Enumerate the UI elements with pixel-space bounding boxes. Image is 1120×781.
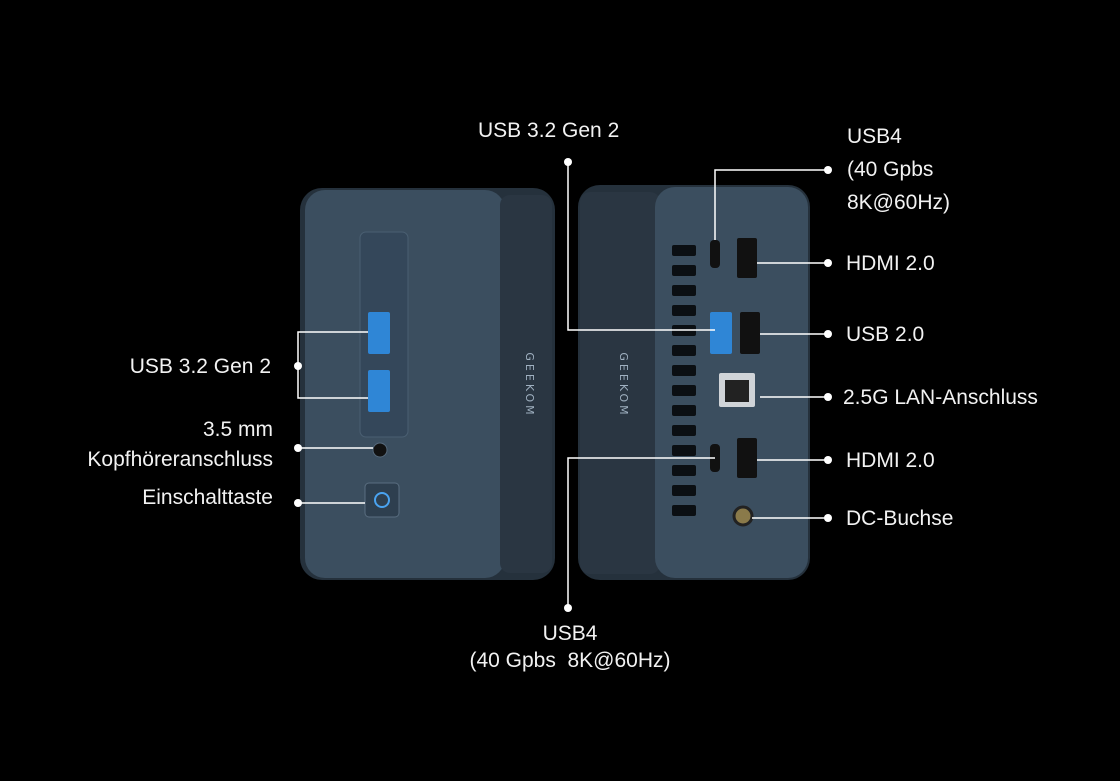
- label-usb32-left: USB 3.2 Gen 2: [129, 355, 271, 378]
- leader-dots: [294, 158, 832, 612]
- hdmi-port-top: [737, 238, 757, 278]
- label-dc: DC-Buchse: [846, 507, 954, 530]
- usb-a-port-rear: [710, 312, 732, 354]
- dc-jack: [732, 505, 754, 527]
- power-button: [364, 482, 400, 518]
- mini-pc-front-view: GEEKOM: [300, 188, 555, 580]
- label-audio: 3.5 mm Kopfhöreranschluss: [0, 415, 273, 475]
- label-audio-line1: 3.5 mm: [202, 418, 273, 441]
- usb-c-port-top: [710, 240, 720, 268]
- label-usb4-top-line2: (40 Gpbs: [847, 158, 934, 181]
- leader-lines: [297, 162, 828, 608]
- brand-logo-right: GEEKOM: [617, 352, 630, 417]
- label-power: Einschalttaste: [142, 486, 273, 509]
- label-audio-line2: Kopfhöreranschluss: [87, 448, 273, 471]
- label-usb4-bottom-line2: (40 Gpbs 8K@60Hz): [469, 649, 671, 672]
- usb-a-port-1: [368, 312, 390, 354]
- label-hdmi-top: HDMI 2.0: [846, 252, 935, 275]
- label-usb4-bottom-line1: USB4: [542, 622, 598, 645]
- mini-pc-rear-view: GEEKOM: [578, 185, 810, 580]
- label-usb4-bottom: USB4 (40 Gpbs 8K@60Hz): [430, 620, 710, 674]
- label-lan: 2.5G LAN-Anschluss: [843, 386, 1038, 409]
- usb2-port: [740, 312, 760, 354]
- brand-logo-left: GEEKOM: [523, 352, 536, 417]
- audio-jack: [372, 442, 388, 458]
- hdmi-port-bottom: [737, 438, 757, 478]
- label-usb4-top-line3: 8K@60Hz): [847, 191, 951, 214]
- label-usb32-top: USB 3.2 Gen 2: [478, 119, 620, 142]
- label-usb4-top: USB4 (40 Gpbs 8K@60Hz): [847, 120, 950, 219]
- label-usb4-top-line1: USB4: [847, 125, 902, 148]
- label-hdmi-bottom: HDMI 2.0: [846, 449, 935, 472]
- label-usb20: USB 2.0: [846, 323, 925, 346]
- usb-a-port-2: [368, 370, 390, 412]
